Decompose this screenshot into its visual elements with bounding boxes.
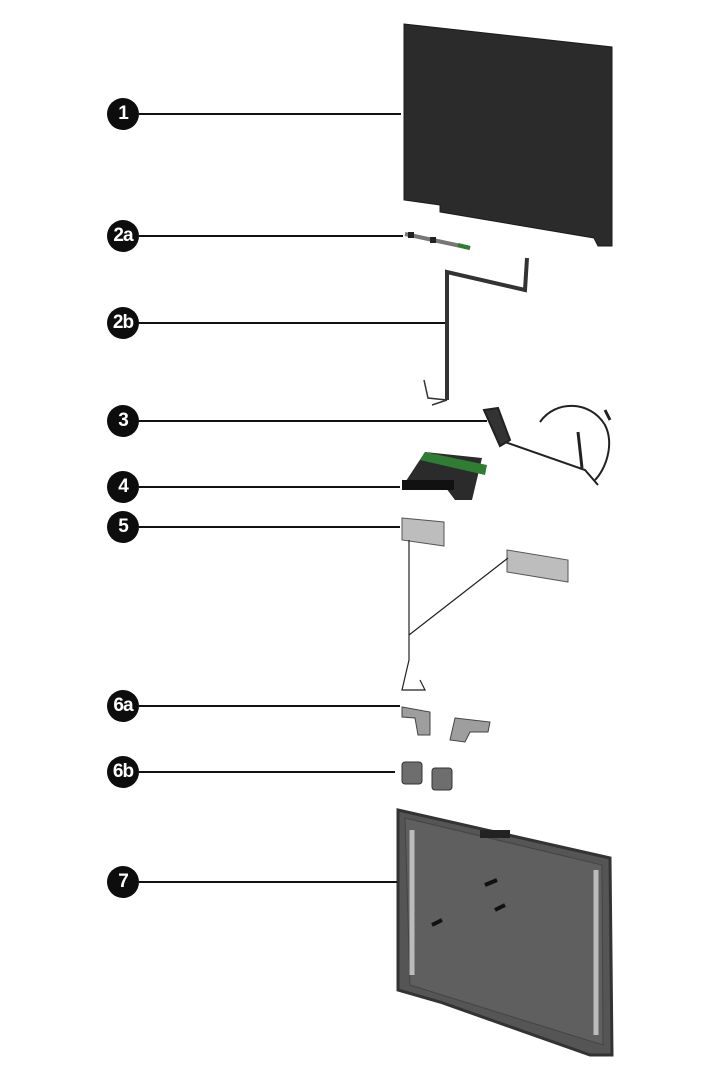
part-6b-hinge-covers: [401, 761, 453, 791]
part-1-display-panel: [403, 23, 613, 247]
callout-2b: 2b: [107, 307, 445, 339]
leader-line: [139, 113, 401, 115]
callout-6a: 6a: [107, 690, 400, 722]
leader-line: [139, 420, 487, 422]
part-5-antennas: [401, 517, 569, 691]
part-3-display-cable: [482, 404, 612, 486]
leader-line: [139, 771, 395, 773]
part-4-bracket: [402, 452, 487, 500]
part-7-display-back-cover: [396, 808, 614, 1057]
callout-7: 7: [107, 866, 397, 898]
part-2a-camera-module: [404, 232, 471, 250]
callout-badge: 6b: [107, 756, 139, 788]
callout-1: 1: [107, 98, 401, 130]
callout-badge: 1: [107, 98, 139, 130]
callout-badge: 4: [107, 471, 139, 503]
callout-badge: 3: [107, 405, 139, 437]
leader-line: [139, 881, 397, 883]
callout-4: 4: [107, 471, 400, 503]
callout-badge: 2a: [107, 220, 139, 252]
callout-badge: 2b: [107, 307, 139, 339]
callout-badge: 5: [107, 511, 139, 543]
part-6a-hinges: [401, 706, 491, 743]
leader-line: [139, 486, 400, 488]
callout-3: 3: [107, 405, 487, 437]
leader-line: [139, 526, 400, 528]
callout-6b: 6b: [107, 756, 395, 788]
callout-5: 5: [107, 511, 400, 543]
leader-line: [139, 235, 403, 237]
callout-badge: 7: [107, 866, 139, 898]
part-2b-camera-cable: [423, 257, 529, 406]
leader-line: [139, 322, 445, 324]
callout-badge: 6a: [107, 690, 139, 722]
callout-2a: 2a: [107, 220, 403, 252]
leader-line: [139, 705, 400, 707]
